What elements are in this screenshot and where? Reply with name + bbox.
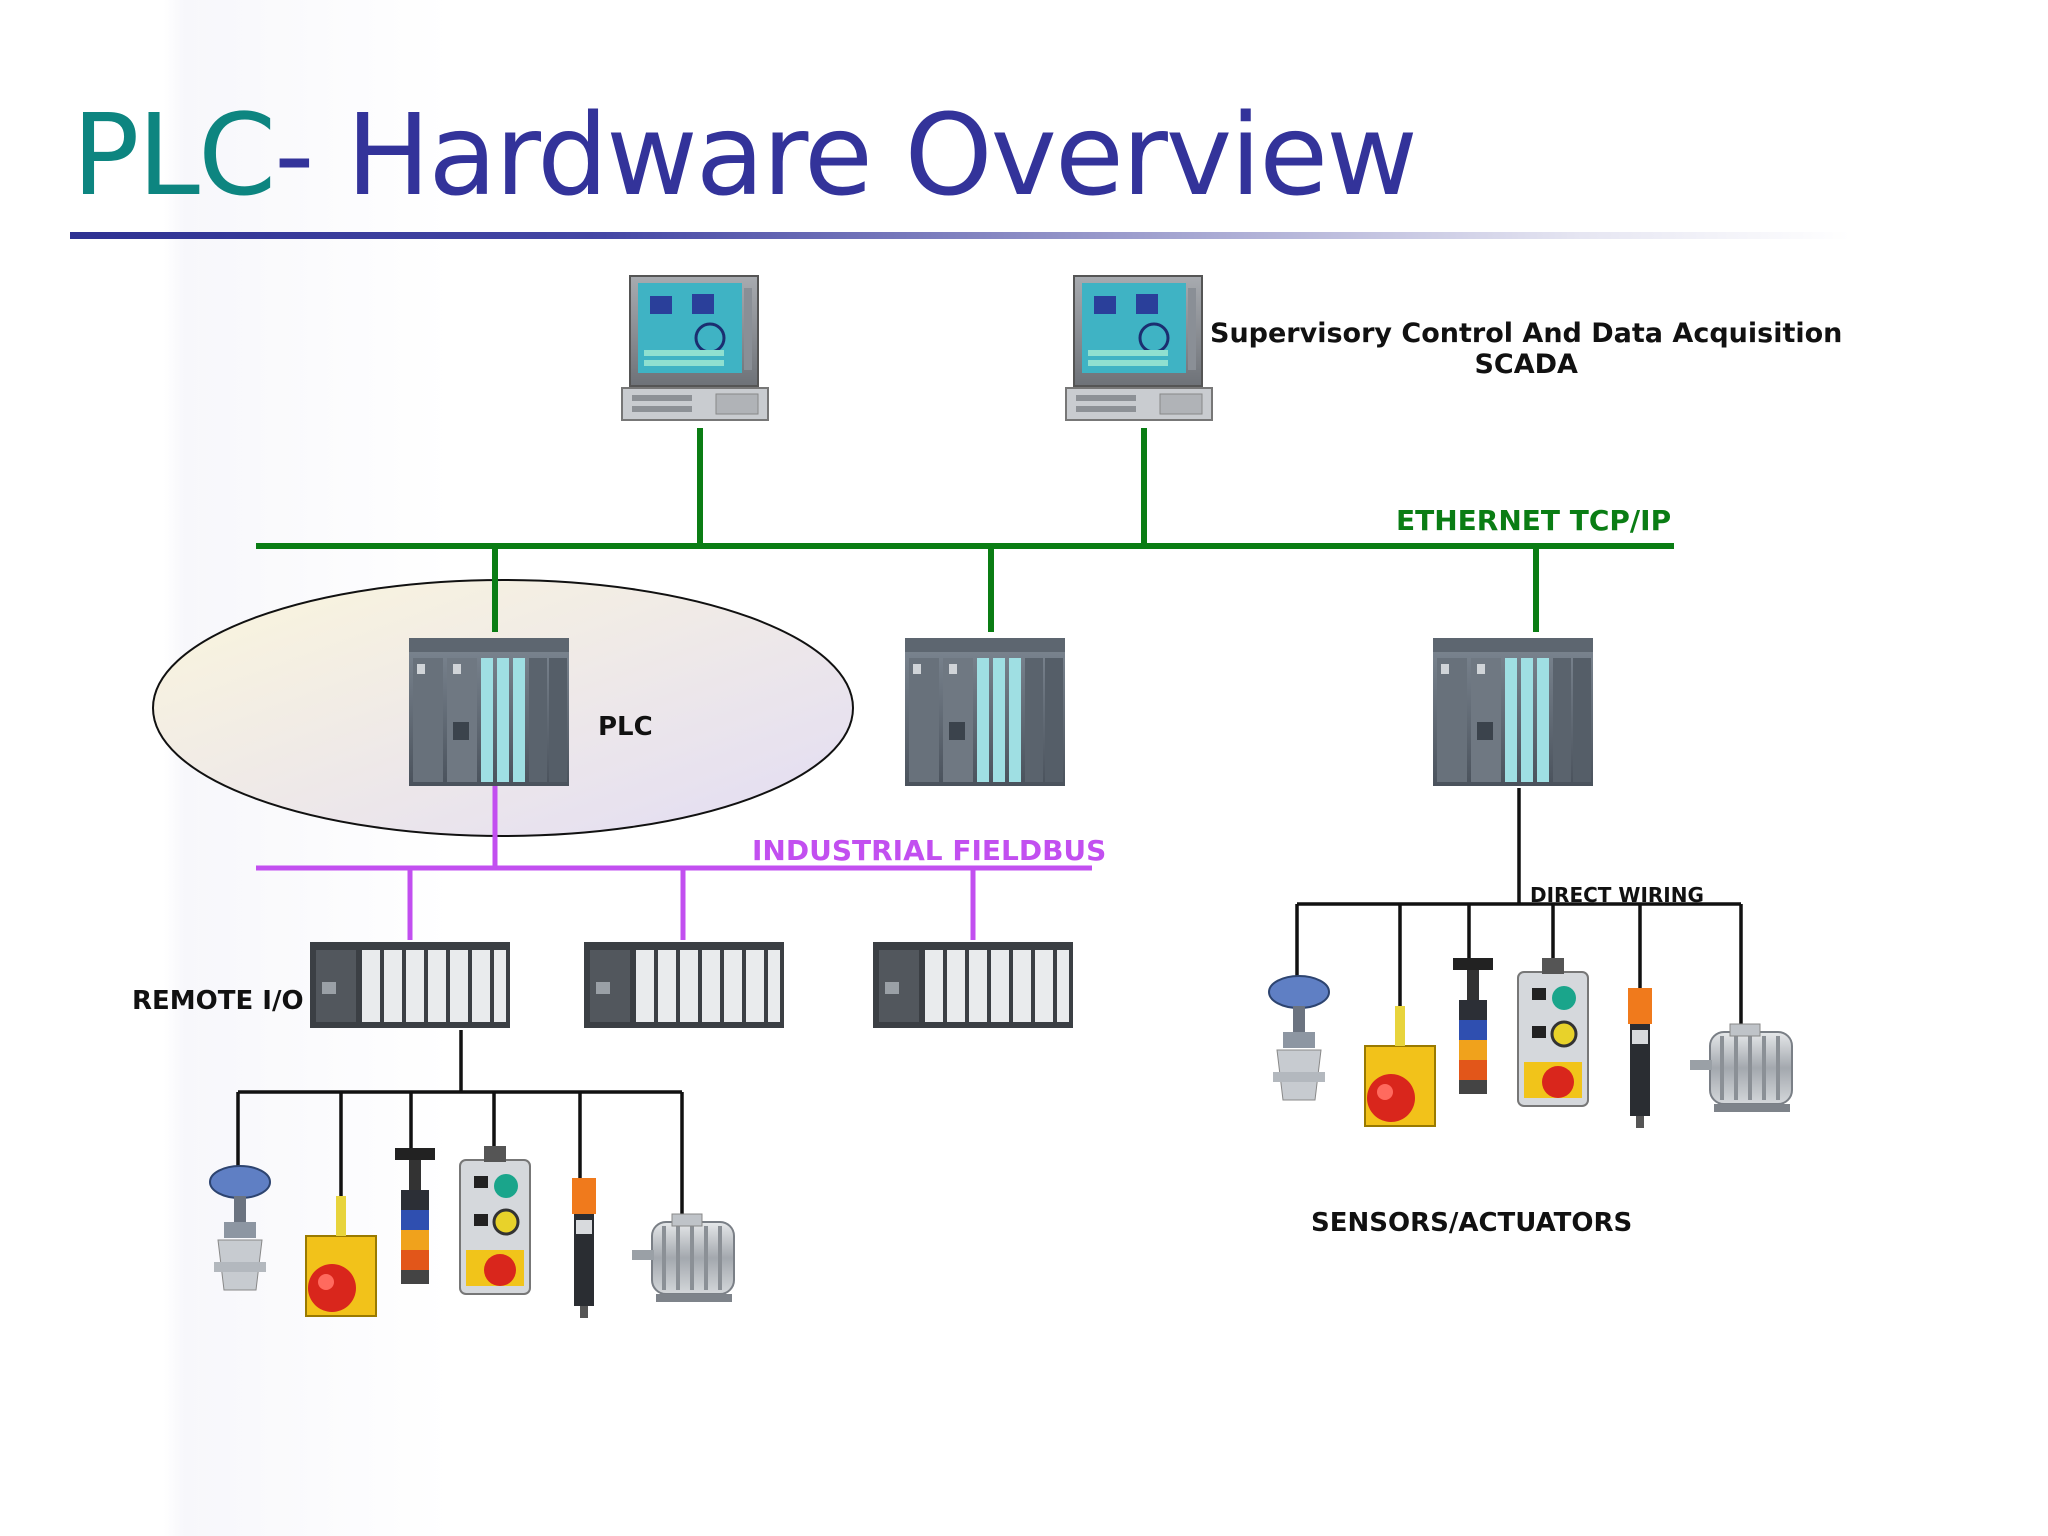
proximity-sensor-icon	[1628, 988, 1652, 1128]
plc-rack-icon	[409, 638, 569, 786]
plc-rack-icon	[1433, 638, 1593, 786]
emergency-stop-icon	[305, 1195, 377, 1317]
fieldbus-line	[256, 786, 1092, 940]
pushbutton-station-icon	[1516, 956, 1590, 1108]
scada-workstation-icon	[620, 274, 770, 422]
direct-wiring	[1295, 788, 1743, 1056]
scada-label: Supervisory Control And Data Acquisition…	[1210, 318, 1842, 380]
scada-label-line2: SCADA	[1474, 349, 1578, 380]
electric-motor-icon	[631, 1213, 735, 1303]
direct-wiring-label: DIRECT WIRING	[1530, 883, 1704, 907]
plc-label: PLC	[598, 712, 653, 742]
title-main: - Hardware Overview	[274, 91, 1418, 221]
sensors-actuators-label: SENSORS/ACTUATORS	[1311, 1208, 1633, 1238]
title-underline	[70, 232, 1850, 239]
remote-io-module-icon	[310, 942, 510, 1028]
electric-motor-icon	[1689, 1023, 1793, 1113]
control-valve-icon	[1268, 975, 1330, 1101]
fieldbus-label: INDUSTRIAL FIELDBUS	[752, 834, 1107, 867]
plc-rack-icon	[905, 638, 1065, 786]
remote-io-wiring	[236, 1030, 684, 1246]
slide-title: PLC- Hardware Overview	[72, 94, 1418, 218]
proximity-sensor-icon	[572, 1178, 596, 1318]
signal-tower-icon	[395, 1148, 435, 1284]
remote-io-module-icon	[873, 942, 1073, 1028]
pushbutton-station-icon	[458, 1144, 532, 1296]
scada-label-line1: Supervisory Control And Data Acquisition	[1210, 318, 1843, 349]
ethernet-bus	[256, 428, 1674, 632]
signal-tower-icon	[1453, 958, 1493, 1094]
ethernet-label: ETHERNET TCP/IP	[1396, 504, 1672, 537]
remote-io-module-icon	[584, 942, 784, 1028]
title-accent: PLC	[72, 91, 276, 221]
scada-workstation-icon	[1064, 274, 1214, 422]
control-valve-icon	[209, 1165, 271, 1291]
emergency-stop-icon	[1364, 1005, 1436, 1127]
remote-io-label: REMOTE I/O	[132, 986, 304, 1016]
